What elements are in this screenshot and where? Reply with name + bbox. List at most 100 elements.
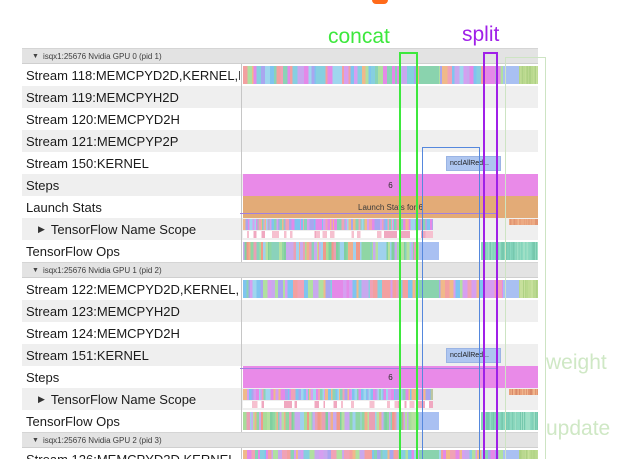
trace-group-header-label: isqx1:25676 Nvidia GPU 0 (pid 1) [42,51,162,61]
collapse-triangle-icon[interactable]: ▼ [32,266,39,274]
trace-group-header-label: isqx1:25676 Nvidia GPU 2 (pid 3) [42,435,162,445]
trace-row-label[interactable]: TensorFlow Ops [22,410,240,432]
trace-group-header-0[interactable]: ▼isqx1:25676 Nvidia GPU 0 (pid 1) [22,48,538,64]
trace-bar-weight-update-block[interactable] [509,450,538,461]
trace-bar-ops-concat-block[interactable] [419,242,439,260]
trace-bar-name-scope-sub-events[interactable] [243,231,433,238]
trace-bar-name-scope-right-events[interactable] [509,389,538,395]
label-track-divider [241,152,242,174]
trace-bar-split-block[interactable] [503,450,519,461]
trace-bar-nccl-allreduce[interactable]: ncclAllRed... [446,348,501,363]
trace-row[interactable]: Stream 120:MEMCPYD2H [22,108,538,130]
trace-row[interactable]: Stream 119:MEMCPYH2D [22,86,538,108]
trace-row-track[interactable] [241,448,538,461]
trace-row-label-text: TensorFlow Ops [26,243,120,259]
trace-bar-stream-events[interactable] [243,450,538,461]
trace-row-track[interactable] [241,64,538,86]
trace-row[interactable]: Stream 123:MEMCPYH2D [22,300,538,322]
trace-bar-ops-concat-block[interactable] [419,412,439,430]
trace-bar-concat-block[interactable] [419,66,439,84]
label-track-divider [241,388,242,410]
trace-row-track[interactable]: Launch Stats for 6 [241,196,538,218]
trace-row-label[interactable]: Stream 126:MEMCPYD2D,KERNEL,MI [22,448,240,461]
trace-row-track[interactable] [241,388,538,410]
trace-group-header-1[interactable]: ▼isqx1:25676 Nvidia GPU 1 (pid 2) [22,262,538,278]
trace-bar-nccl-allreduce[interactable]: ncclAllRed... [446,156,501,171]
trace-row-label[interactable]: ▶TensorFlow Name Scope [22,388,240,410]
trace-row-track[interactable] [241,300,538,322]
trace-row-label[interactable]: ▶ TensorFlow Name Scope [22,218,240,240]
trace-row-label-text: Stream 121:MEMCPYP2P [26,133,179,149]
expand-triangle-icon[interactable]: ▶ [38,223,45,234]
label-track-divider [241,130,242,152]
trace-bar-stream-events[interactable] [243,66,538,84]
trace-bar-steps[interactable]: 6 [243,174,538,196]
trace-row[interactable]: TensorFlow Ops [22,240,538,262]
trace-bar-steps[interactable]: 6 [243,366,538,388]
trace-viewer-panel[interactable]: ▼isqx1:25676 Nvidia GPU 0 (pid 1)Stream … [22,48,538,461]
trace-bar-stream-events[interactable] [243,280,538,298]
trace-row[interactable]: Stream 124:MEMCPYD2H [22,322,538,344]
trace-row-label[interactable]: TensorFlow Ops [22,240,240,262]
trace-row-label[interactable]: Stream 151:KERNEL [22,344,240,366]
trace-row-track[interactable]: 6 [241,174,538,196]
trace-row[interactable]: Stream 151:KERNEL ncclAllRed... [22,344,538,366]
trace-row[interactable]: ▶ TensorFlow Name Scope [22,218,538,240]
trace-row[interactable]: Stream 121:MEMCPYP2P [22,130,538,152]
trace-row-track[interactable] [241,108,538,130]
trace-row-label[interactable]: Stream 122:MEMCPYD2D,KERNEL,MI [22,278,240,300]
trace-row-track[interactable]: 6 [241,366,538,388]
trace-row-label[interactable]: Stream 121:MEMCPYP2P [22,130,240,152]
trace-bar-split-block[interactable] [503,280,519,298]
trace-bar-name-scope-sub-events[interactable] [243,401,433,408]
trace-row[interactable]: Stream 126:MEMCPYD2D,KERNEL,MI [22,448,538,461]
trace-row-label[interactable]: Stream 124:MEMCPYD2H [22,322,240,344]
trace-row-track[interactable] [241,130,538,152]
trace-bar-ops-events[interactable] [243,242,433,260]
trace-row[interactable]: TensorFlow Ops [22,410,538,432]
trace-bar-name-scope-right-events[interactable] [509,219,538,225]
trace-row-label-text: TensorFlow Ops [26,413,120,429]
trace-bar-split-block[interactable] [503,66,519,84]
trace-row-label[interactable]: Stream 119:MEMCPYH2D [22,86,240,108]
trace-row[interactable]: Stream 118:MEMCPYD2D,KERNEL,ME [22,64,538,86]
trace-row-track[interactable] [241,218,538,240]
trace-row-label[interactable]: Stream 150:KERNEL [22,152,240,174]
trace-row-track[interactable] [241,322,538,344]
collapse-triangle-icon[interactable]: ▼ [32,436,39,444]
trace-bar-concat-block[interactable] [419,280,439,298]
trace-row-label-text: Stream 119:MEMCPYH2D [26,89,179,105]
annotation-weight-update: weight update [546,308,610,462]
trace-bar-ops-weight-update[interactable] [481,412,538,430]
trace-row-label[interactable]: Stream 123:MEMCPYH2D [22,300,240,322]
trace-bar-name-scope-events[interactable] [243,389,433,400]
trace-row-track[interactable] [241,278,538,300]
trace-row-label[interactable]: Stream 118:MEMCPYD2D,KERNEL,ME [22,64,240,86]
trace-row-label[interactable]: Steps [22,174,240,196]
trace-row-label-text: TensorFlow Name Scope [50,221,197,237]
trace-row[interactable]: Stream 150:KERNEL ncclAllRed... [22,152,538,174]
annotation-weight-update-line2: update [546,417,611,441]
trace-row[interactable]: ▶TensorFlow Name Scope [22,388,538,410]
trace-row-label[interactable]: Steps [22,366,240,388]
trace-row-label[interactable]: Launch Stats [22,196,240,218]
trace-row-track[interactable] [241,410,538,432]
trace-bar-ops-weight-update[interactable] [481,242,538,260]
trace-row-label[interactable]: Stream 120:MEMCPYD2H [22,108,240,130]
trace-row-track[interactable] [241,240,538,262]
trace-row[interactable]: Stream 122:MEMCPYD2D,KERNEL,MI [22,278,538,300]
collapse-triangle-icon[interactable]: ▼ [32,52,39,60]
expand-triangle-icon[interactable]: ▶ [38,393,45,404]
annotation-concat: concat [328,25,390,48]
trace-bar-launch-stats[interactable]: Launch Stats for 6 [243,196,538,218]
trace-bar-ops-events[interactable] [243,412,433,430]
trace-row-track[interactable]: ncclAllRed... [241,152,538,174]
trace-bar-concat-block[interactable] [419,450,439,461]
trace-group-header-2[interactable]: ▼isqx1:25676 Nvidia GPU 2 (pid 3) [22,432,538,448]
trace-row-track[interactable]: ncclAllRed... [241,344,538,366]
trace-row-track[interactable] [241,86,538,108]
trace-bar-name-scope-events[interactable] [243,219,433,230]
